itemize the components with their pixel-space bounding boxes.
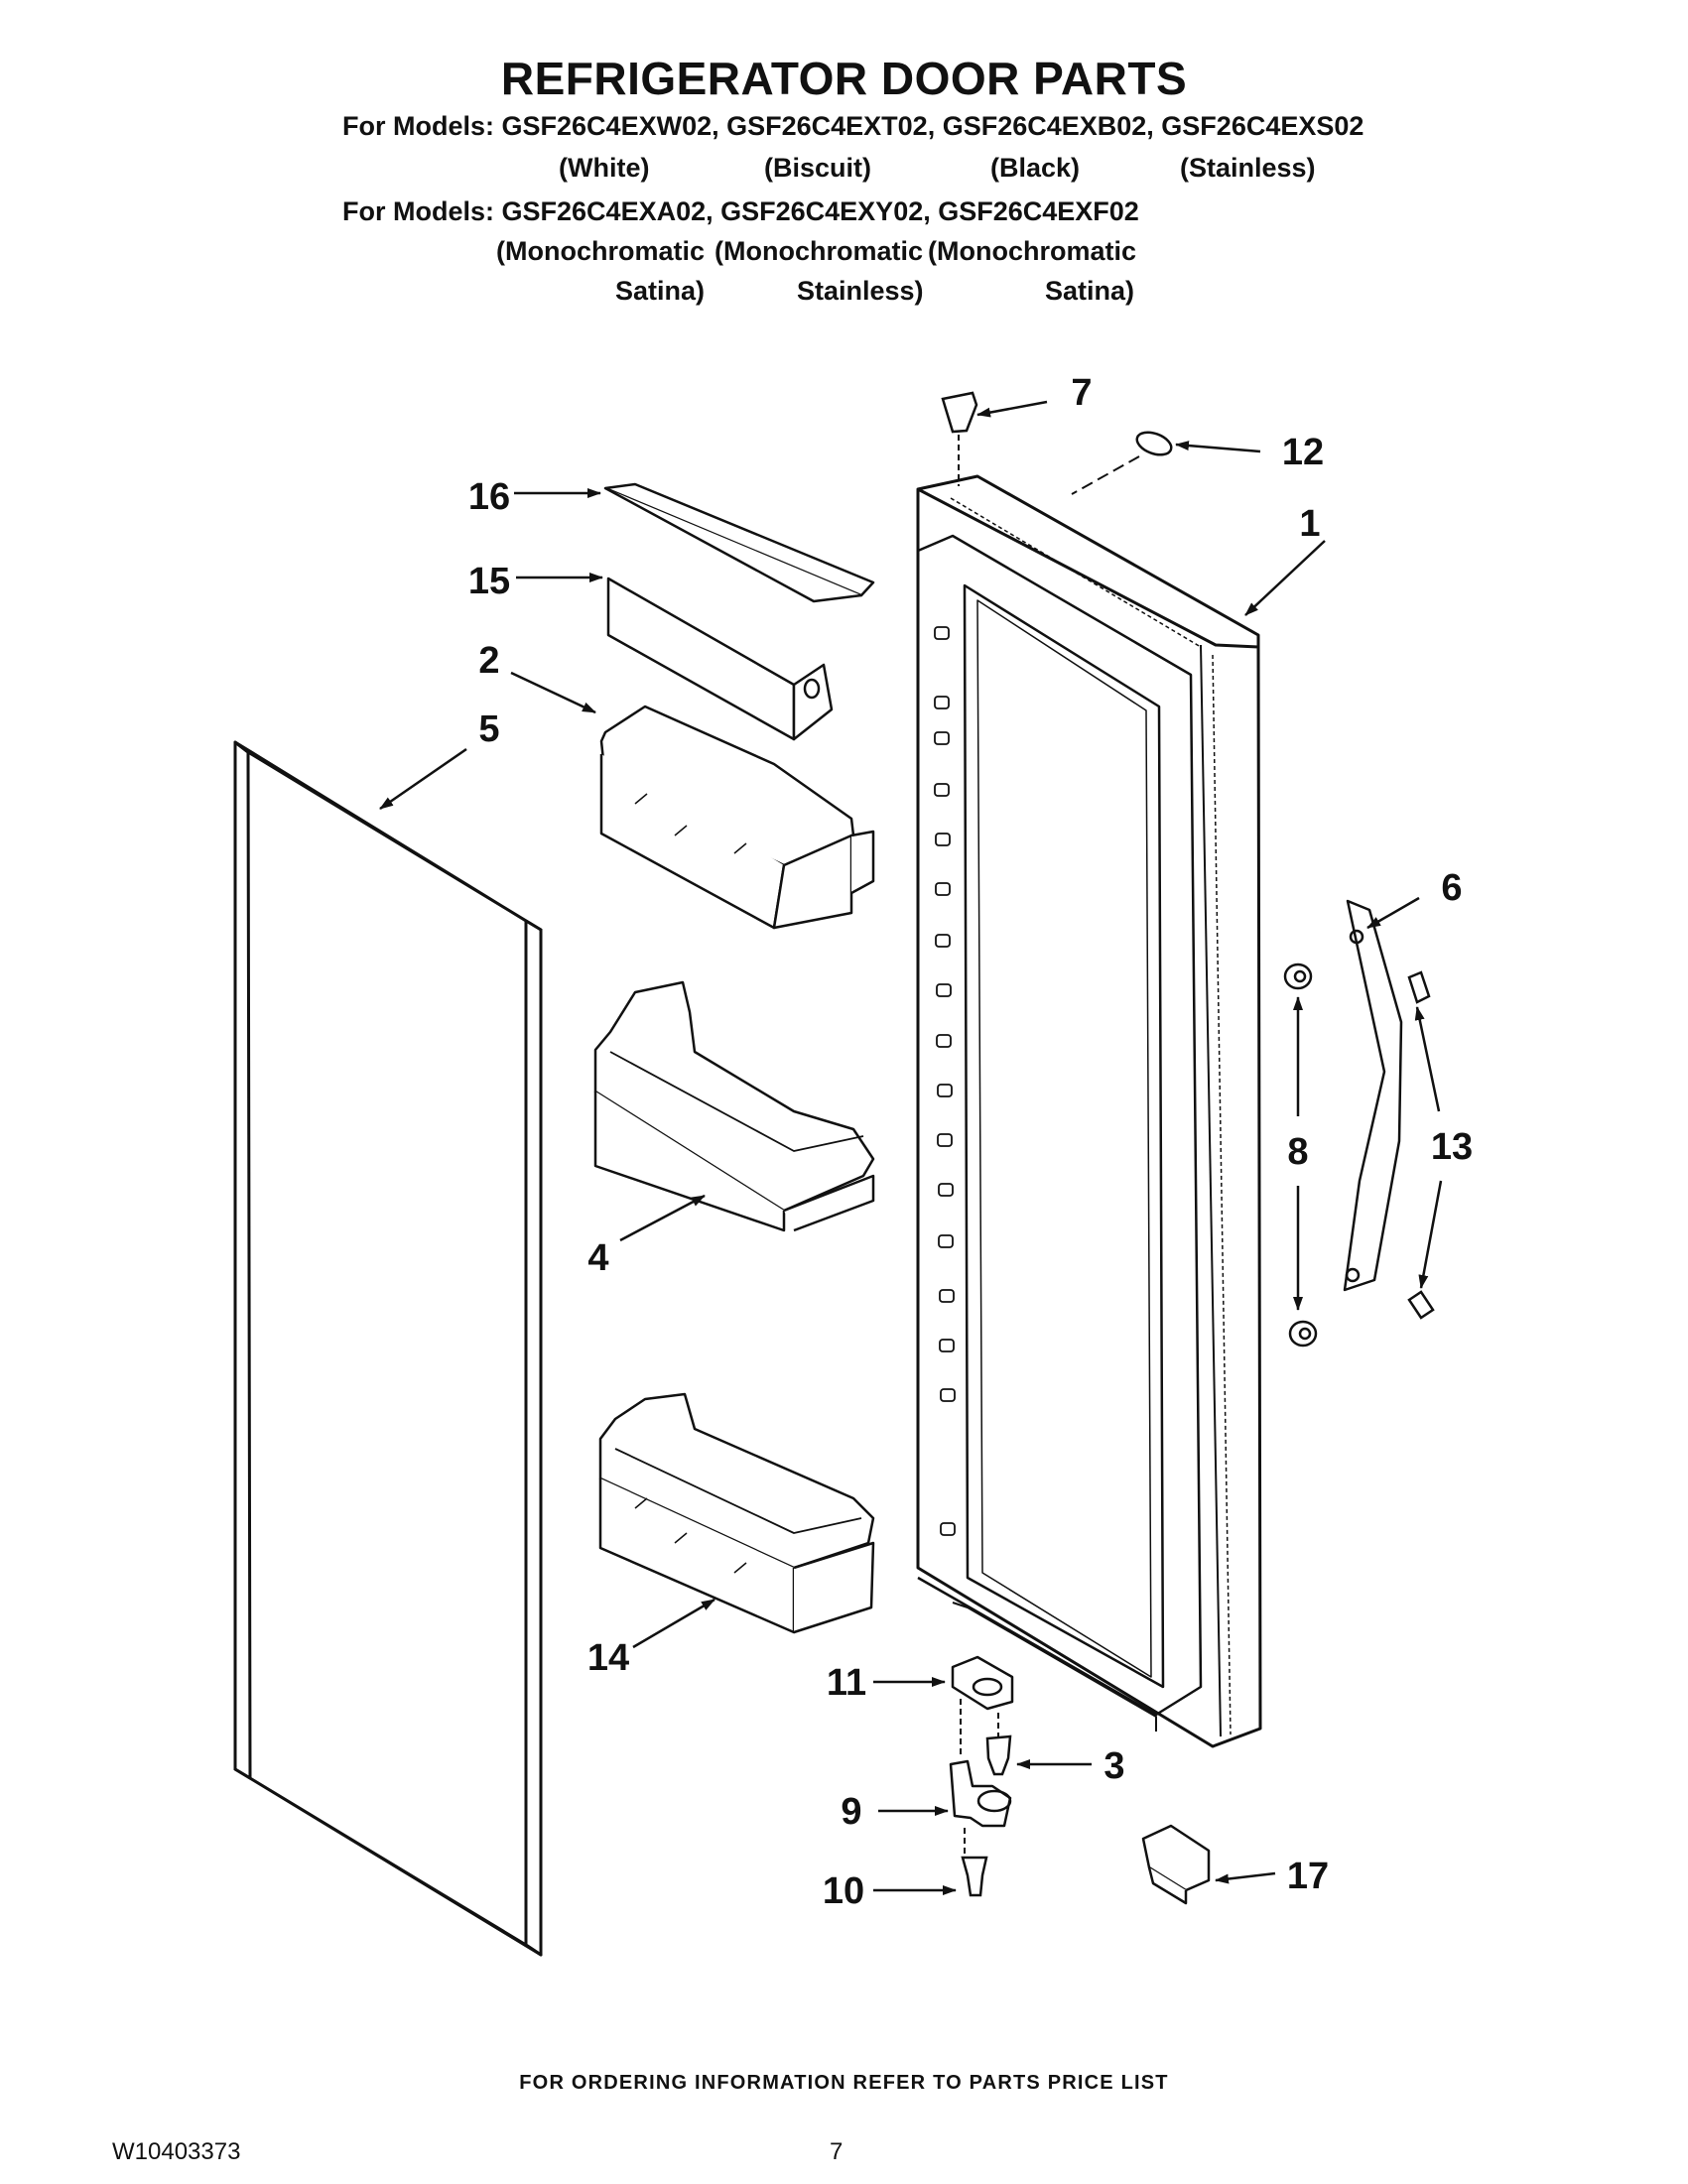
callout-5: 5 — [478, 708, 499, 750]
model-list: For Models: GSF26C4EXW02, GSF26C4EXT02, … — [0, 111, 1688, 329]
color-satina-1: Satina) — [615, 276, 706, 306]
color-mono-2: (Monochromatic — [714, 236, 924, 266]
callout-15: 15 — [468, 561, 510, 602]
callout-14: 14 — [587, 1637, 629, 1679]
leader-1 — [1244, 540, 1326, 616]
shelf-trim-top-part — [603, 482, 875, 603]
document-number: W10403373 — [112, 2138, 241, 2165]
handle-screw-part — [1407, 970, 1435, 1320]
leader-2 — [510, 671, 596, 714]
color-mono-3: (Monochromatic — [928, 236, 1137, 266]
callout-2: 2 — [478, 640, 499, 682]
color-mono-1: (Monochromatic — [496, 236, 706, 266]
leader-14 — [632, 1598, 715, 1649]
door-handle-part — [1343, 899, 1403, 1292]
callout-11: 11 — [827, 1662, 866, 1704]
ordering-note: FOR ORDERING INFORMATION REFER TO PARTS … — [519, 2072, 1169, 2094]
models-prefix: For Models: — [342, 111, 494, 141]
models-prefix: For Models: — [342, 196, 494, 226]
color-satina-2: Satina) — [1045, 276, 1135, 306]
callout-9: 9 — [841, 1791, 861, 1833]
models-codes: GSF26C4EXA02, GSF26C4EXY02, GSF26C4EXF02 — [501, 196, 1139, 226]
hinge-screw-part — [985, 1734, 1012, 1776]
door-bin-part — [593, 980, 875, 1232]
callout-3: 3 — [1104, 1745, 1124, 1787]
bottom-hinge-bracket-part — [951, 1655, 1014, 1711]
leader-12 — [1175, 441, 1261, 453]
bottom-hinge-part — [949, 1759, 1012, 1828]
covered-door-bin-part — [599, 705, 875, 930]
callout-4: 4 — [587, 1237, 608, 1279]
leader-13-up — [1414, 1006, 1441, 1112]
color-black: (Black) — [990, 153, 1081, 183]
page-number: 7 — [830, 2138, 844, 2165]
color-stainless: (Stainless) — [1180, 153, 1316, 183]
callout-13: 13 — [1431, 1126, 1473, 1168]
door-gasket-part — [233, 740, 543, 1957]
callout-7: 7 — [1071, 372, 1092, 414]
color-white: (White) — [559, 153, 650, 183]
models-codes: GSF26C4EXW02, GSF26C4EXT02, GSF26C4EXB02… — [501, 111, 1364, 141]
callout-1: 1 — [1299, 503, 1320, 545]
leader-6 — [1366, 896, 1420, 930]
hinge-pin-cap-part — [941, 391, 978, 434]
hinge-pin-screw-part — [961, 1856, 988, 1897]
models-line-1: For Models: GSF26C4EXW02, GSF26C4EXT02, … — [342, 111, 1363, 142]
color-biscuit: (Biscuit) — [764, 153, 871, 183]
handle-spacer-part — [1283, 963, 1318, 1348]
color-stainless-2: Stainless) — [797, 276, 924, 306]
page-title: REFRIGERATOR DOOR PARTS — [500, 53, 1188, 104]
door-assembly-part — [916, 474, 1262, 1748]
trim-panel-part — [606, 577, 834, 741]
callout-16: 16 — [468, 476, 510, 518]
leader-13-down — [1418, 1180, 1443, 1289]
callout-6: 6 — [1441, 867, 1462, 909]
leader-4 — [619, 1194, 706, 1242]
hinge-cover-part — [1141, 1824, 1211, 1905]
leader-5 — [379, 747, 467, 811]
large-door-bin-part — [598, 1392, 875, 1634]
leader-7 — [976, 400, 1048, 418]
callout-8: 8 — [1287, 1131, 1308, 1173]
leader-17 — [1215, 1871, 1276, 1884]
callout-10: 10 — [823, 1870, 864, 1912]
callout-17: 17 — [1287, 1856, 1329, 1897]
models-line-2: For Models: GSF26C4EXA02, GSF26C4EXY02, … — [342, 196, 1139, 227]
hole-plug-part — [1135, 431, 1173, 456]
callout-12: 12 — [1282, 432, 1324, 473]
